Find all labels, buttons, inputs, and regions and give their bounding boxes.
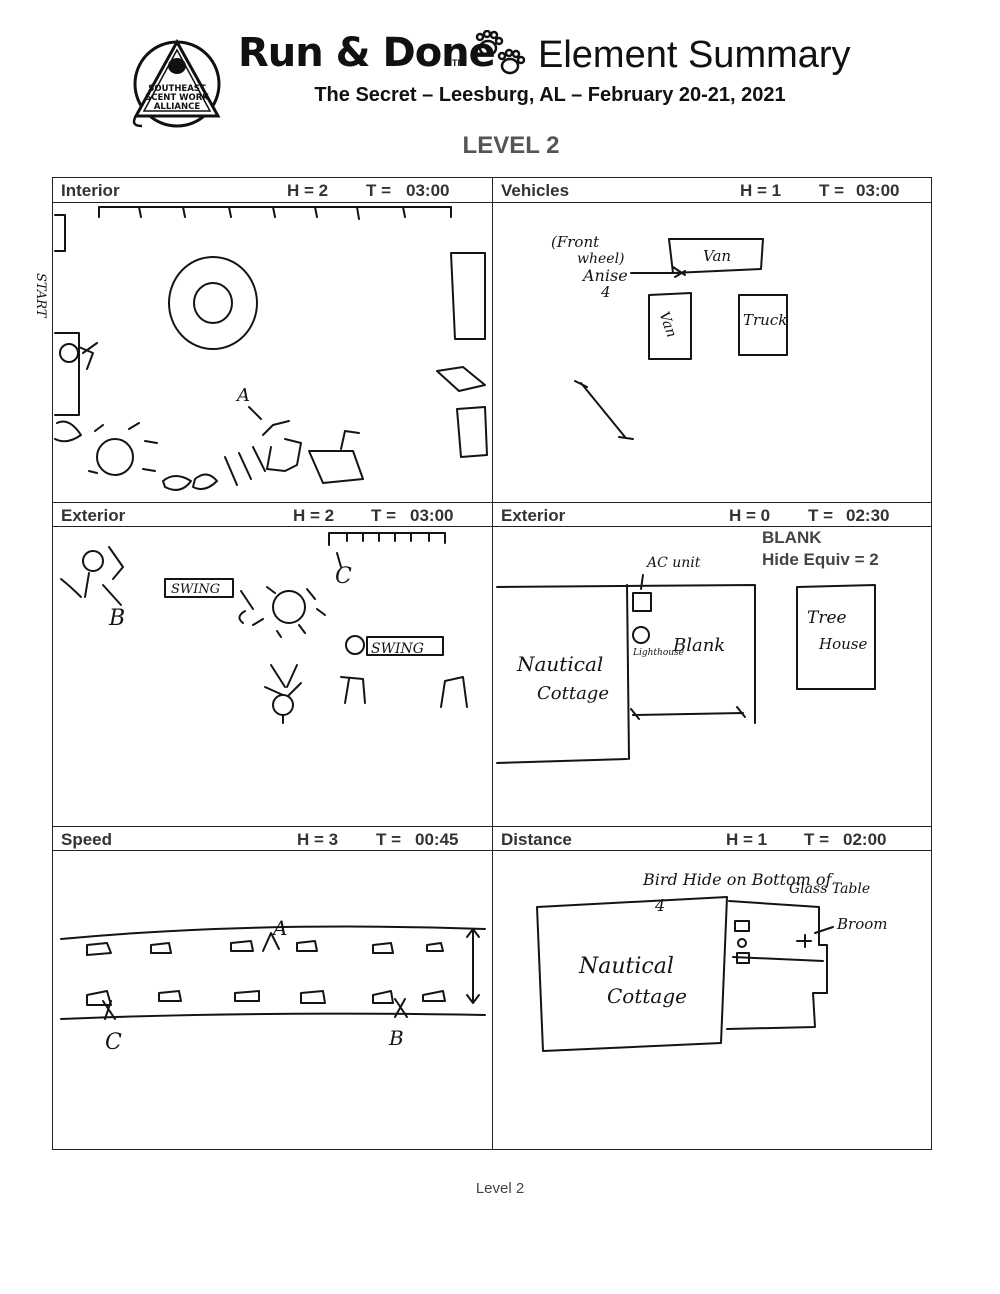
swing-label-2: SWING: [371, 641, 424, 657]
time-label: T =: [819, 181, 845, 200]
brand-name: Run & Done: [238, 30, 496, 76]
element-name: Exterior: [61, 506, 126, 525]
start-label: START: [33, 273, 48, 319]
house-label: House: [818, 635, 867, 653]
anise-label: Anise: [581, 266, 628, 285]
element-name: Vehicles: [501, 181, 570, 200]
grid-divider: [53, 202, 931, 203]
hide-count: H = 2: [287, 181, 329, 200]
element-name: Distance: [501, 830, 572, 849]
anise-hide-count: 4: [600, 283, 611, 301]
element-header-interior: Interior H = 2 T = 03:00: [53, 178, 492, 202]
hide-count: H = 2: [293, 506, 335, 525]
marker-b: B: [388, 1026, 404, 1050]
ac-unit-label: AC unit: [645, 555, 701, 571]
cottage-label: Cottage: [537, 683, 609, 704]
logo-text-line2: SCENT WORK: [145, 93, 209, 103]
speed-sketch: A C B: [60, 916, 486, 1055]
hide-count: H = 0: [729, 506, 771, 525]
blank-note: BLANK Hide Equiv = 2: [762, 527, 879, 571]
vehicles-sketch: (Front wheel) Anise 4 Van Van Truck: [551, 233, 788, 440]
swing-label-1: SWING: [171, 582, 220, 597]
level-heading: LEVEL 2: [462, 132, 560, 159]
document-title: Element Summary: [538, 34, 851, 76]
lighthouse-label: Lighthouse: [632, 648, 684, 658]
time-limit: 03:00: [406, 181, 450, 200]
exterior-1-sketch: C B SWING SWING: [60, 532, 468, 724]
element-header-exterior-1: Exterior H = 2 T = 03:00: [53, 503, 492, 527]
time-label: T =: [371, 506, 397, 525]
hide-equivalent: Hide Equiv = 2: [762, 550, 879, 569]
van-label-vertical: Van: [655, 310, 679, 340]
bird-hide-count: 4: [654, 896, 665, 915]
marker-c: C: [105, 1030, 122, 1055]
page-footer: Level 2: [475, 1180, 525, 1197]
marker-b: B: [108, 606, 125, 631]
hide-count: H = 3: [297, 830, 339, 849]
element-header-vehicles: Vehicles H = 1 T = 03:00: [493, 178, 932, 202]
logo-text-line1: SOUTHEAST: [148, 84, 206, 94]
time-limit: 02:00: [843, 830, 887, 849]
event-subtitle: The Secret – Leesburg, AL – February 20-…: [314, 84, 786, 106]
element-name: Interior: [61, 181, 120, 200]
element-name: Speed: [61, 830, 113, 849]
cottage-label: Cottage: [607, 984, 687, 1008]
van-label: Van: [703, 247, 731, 265]
marker-a: A: [235, 385, 250, 406]
time-label: T =: [808, 506, 834, 525]
paw-print-icon: [475, 30, 526, 75]
glass-table-label: Glass Table: [789, 881, 870, 897]
alliance-logo: SOUTHEAST SCENT WORK ALLIANCE: [132, 38, 221, 128]
hide-count: H = 1: [740, 181, 782, 200]
front-wheel-label-1: (Front: [551, 233, 600, 251]
blank-label: BLANK: [762, 528, 822, 547]
tree-label: Tree: [807, 608, 847, 628]
nautical-label: Nautical: [516, 652, 603, 676]
time-limit: 02:30: [846, 506, 890, 525]
distance-sketch: Bird Hide on Bottom of Glass Table 4 Nau…: [536, 870, 887, 1052]
marker-c: C: [335, 564, 352, 589]
nautical-label: Nautical: [578, 954, 674, 979]
time-limit: 03:00: [856, 181, 900, 200]
element-header-distance: Distance H = 1 T = 02:00: [493, 827, 932, 851]
time-label: T =: [376, 830, 402, 849]
element-header-exterior-2: Exterior H = 0 T = 02:30: [493, 503, 932, 527]
truck-label: Truck: [743, 311, 787, 329]
grid-divider: [53, 502, 931, 503]
time-limit: 03:00: [410, 506, 454, 525]
trademark-mark: TM: [452, 58, 465, 68]
interior-sketch: START A: [33, 206, 488, 491]
time-label: T =: [804, 830, 830, 849]
time-limit: 00:45: [415, 830, 459, 849]
grid-divider: [53, 526, 931, 527]
element-header-speed: Speed H = 3 T = 00:45: [53, 827, 492, 851]
logo-text-line3: ALLIANCE: [154, 102, 201, 112]
time-label: T =: [366, 181, 392, 200]
grid-divider-vertical: [492, 178, 493, 1149]
marker-a: A: [271, 916, 287, 940]
grid-divider: [53, 850, 931, 851]
grid-divider: [53, 826, 931, 827]
bird-hide-label: Bird Hide on Bottom of: [642, 870, 835, 889]
front-wheel-label-2: wheel): [577, 251, 625, 267]
element-grid: Interior H = 2 T = 03:00 Vehicles H = 1 …: [33, 177, 932, 1150]
hide-count: H = 1: [726, 830, 768, 849]
element-name: Exterior: [501, 506, 566, 525]
exterior-2-sketch: Nautical Cottage AC unit Lighthouse Blan…: [496, 555, 876, 764]
broom-label: Broom: [836, 915, 887, 933]
blank-handwritten-label: Blank: [672, 635, 725, 656]
